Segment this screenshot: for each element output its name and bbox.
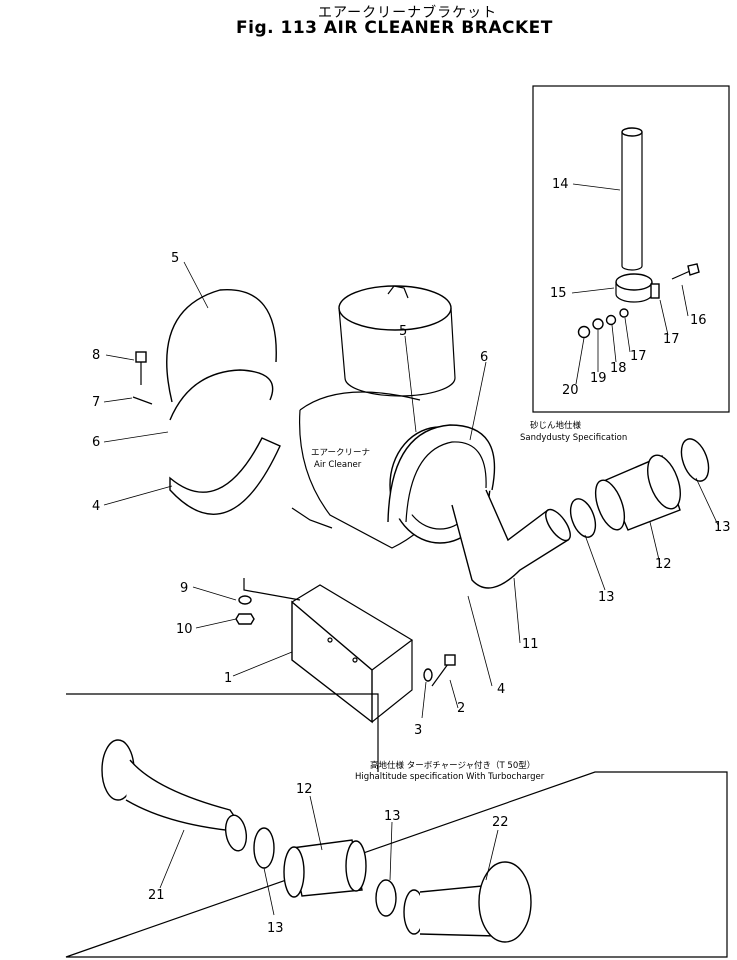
callout-12: 12 — [296, 782, 313, 797]
callout-10: 10 — [176, 622, 193, 637]
clamp-13-right-upper — [680, 438, 710, 482]
highalt-label-jp: 高地仕様 ターボチャージャ付き（T 50型） — [370, 760, 535, 771]
washer-9 — [238, 595, 252, 605]
callout-6: 6 — [92, 435, 100, 450]
callout-21: 21 — [148, 888, 165, 903]
bracket-1 — [291, 584, 414, 724]
nut-10 — [235, 613, 255, 625]
elbow-21 — [101, 739, 248, 852]
callout-5: 5 — [399, 324, 407, 339]
clamp-13-right-lower — [569, 498, 597, 538]
callout-13: 13 — [714, 520, 731, 535]
air-cleaner-label-jp: エアークリーナ — [311, 448, 370, 458]
bracket-leader — [243, 578, 301, 601]
clamp-13-lower-left — [253, 827, 275, 869]
nut-20 — [577, 325, 591, 339]
callout-4: 4 — [92, 499, 100, 514]
clamp-13-lower-right — [375, 879, 397, 917]
elbow-22 — [403, 861, 532, 943]
callout-17: 17 — [663, 332, 680, 347]
callout-9: 9 — [180, 581, 188, 596]
callout-12: 12 — [655, 557, 672, 572]
title-japanese: エアークリーナブラケット — [318, 5, 498, 21]
cleaner-band-6 — [405, 441, 487, 523]
callout-3: 3 — [414, 723, 422, 738]
callout-19: 19 — [590, 371, 607, 386]
band-4-left — [169, 437, 281, 515]
callout-16: 16 — [690, 313, 707, 328]
callout-7: 7 — [92, 395, 100, 410]
callout-17: 17 — [630, 349, 647, 364]
callout-14: 14 — [552, 177, 569, 192]
callout-4: 4 — [497, 682, 505, 697]
callout-5: 5 — [171, 251, 179, 266]
band-5-left — [166, 289, 277, 403]
callout-2: 2 — [457, 701, 465, 716]
eye-bolt-7 — [132, 396, 153, 405]
callout-6: 6 — [480, 350, 488, 365]
bolt-8 — [135, 351, 147, 385]
washer-18 — [605, 314, 617, 326]
sandy-spec-label-en: Sandydusty Specification — [520, 433, 627, 443]
callout-1: 1 — [224, 671, 232, 686]
callout-22: 22 — [492, 815, 509, 830]
highalt-label-en: Highaltitude specification With Turbocha… — [355, 772, 545, 782]
washer-17 — [619, 308, 629, 318]
washer-19 — [592, 318, 604, 330]
hose-12-lower — [283, 839, 367, 898]
band-6-left — [169, 369, 274, 421]
leader-lines — [103, 183, 719, 916]
sandy-spec-label-jp: 砂じん地仕様 — [530, 420, 582, 431]
cleaner-band-5 — [387, 424, 496, 523]
hose-12-right — [594, 454, 681, 531]
sandy-spec-inset-box — [532, 85, 730, 413]
inset-bolt — [671, 263, 700, 280]
pre-cleaner-pipe — [621, 127, 643, 271]
air-cleaner-label-en: Air Cleaner — [314, 460, 362, 470]
outlet-elbow-11 — [451, 489, 571, 589]
callout-13: 13 — [598, 590, 615, 605]
callout-13: 13 — [267, 921, 284, 936]
callout-18: 18 — [610, 361, 627, 376]
figure-title: Fig. 113 AIR CLEANER BRACKET — [236, 18, 553, 38]
callout-11: 11 — [522, 637, 539, 652]
callout-15: 15 — [550, 286, 567, 301]
bolt-2 — [431, 654, 456, 687]
callout-13: 13 — [384, 809, 401, 824]
highalt-inset-box — [65, 693, 728, 958]
callout-numbers: 1 2 3 4 4 5 5 6 6 7 8 9 10 11 12 12 13 1… — [92, 177, 731, 936]
pipe-clamp-band — [615, 273, 660, 303]
washer-3 — [423, 668, 433, 682]
callout-20: 20 — [562, 383, 579, 398]
callout-8: 8 — [92, 348, 100, 363]
